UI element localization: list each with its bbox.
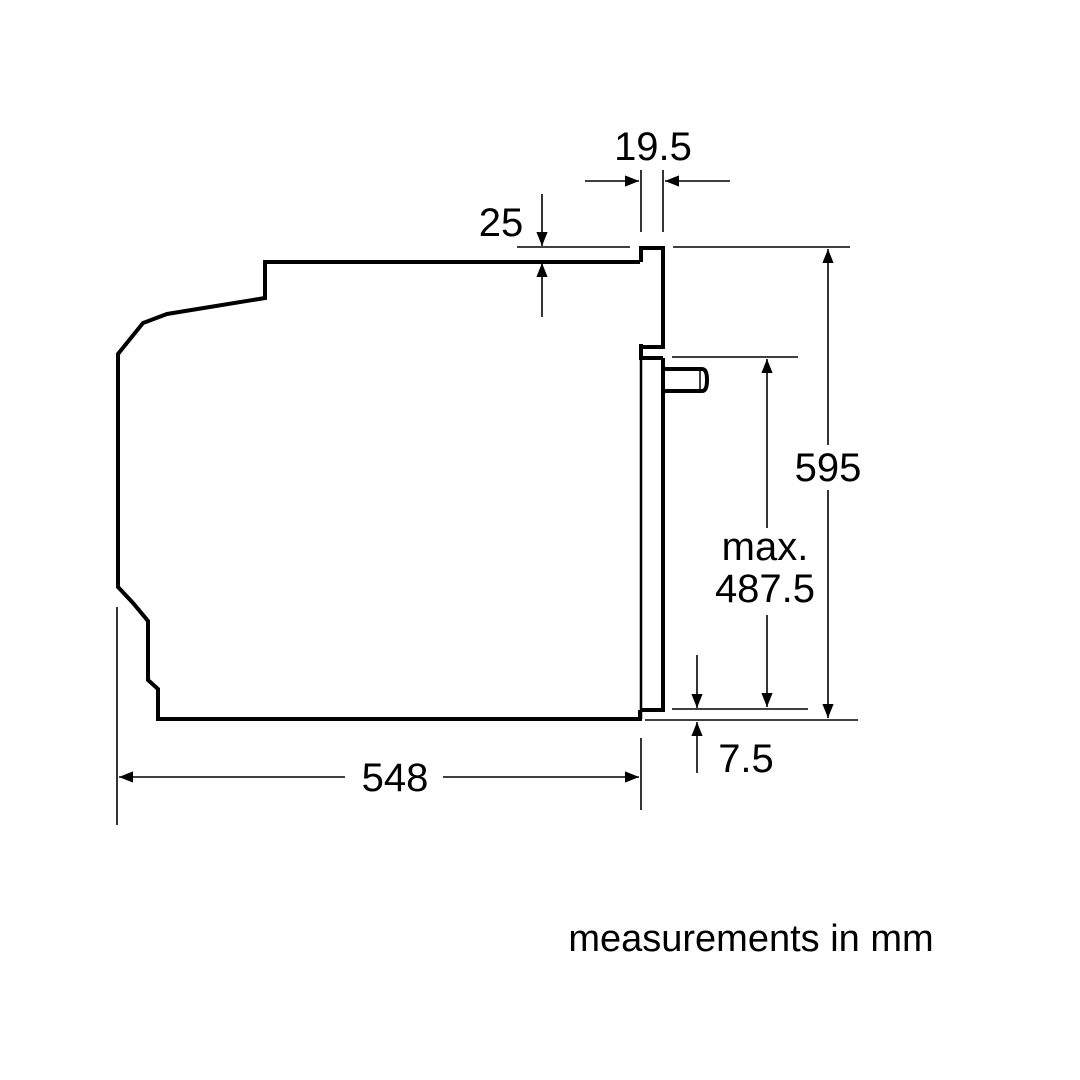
label-depth: 548 bbox=[362, 756, 429, 800]
dimension-total-height: 595 bbox=[645, 246, 862, 721]
dimension-top-offset: 25 bbox=[479, 194, 630, 317]
oven-body-outline bbox=[116, 260, 642, 721]
door-upper-panel bbox=[639, 246, 665, 349]
label-door-depth: 19.5 bbox=[614, 125, 692, 169]
dimension-depth: 548 bbox=[116, 607, 642, 825]
unit-note: measurements in mm bbox=[568, 918, 933, 960]
door-handle bbox=[663, 367, 710, 393]
label-top-offset: 25 bbox=[479, 201, 524, 245]
label-bottom-offset: 7.5 bbox=[718, 737, 774, 781]
label-total-height: 595 bbox=[795, 446, 862, 490]
door-lower-panel bbox=[641, 358, 665, 712]
label-max-height: 487.5 bbox=[715, 567, 815, 611]
dimension-max-height: max. 487.5 bbox=[672, 356, 815, 710]
dimension-bottom-offset: 7.5 bbox=[691, 655, 774, 781]
label-max: max. bbox=[722, 525, 809, 569]
dimension-door-depth: 19.5 bbox=[585, 125, 730, 232]
